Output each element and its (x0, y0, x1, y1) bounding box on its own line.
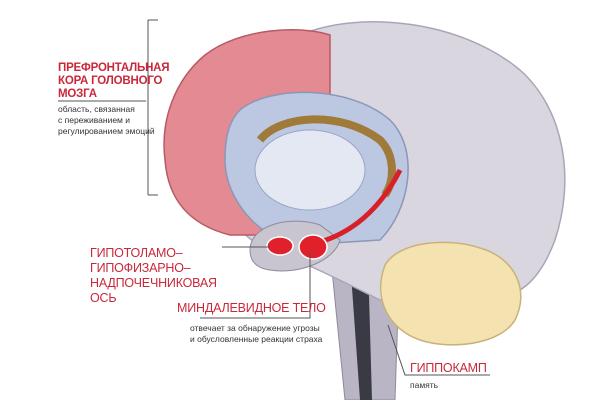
title-line: ГИПОФИЗАРНО– (90, 261, 191, 275)
title-line: НАДПОЧЕЧНИКОВАЯ (90, 276, 217, 290)
desc-line: регулированием эмоций (58, 126, 155, 136)
amygdala-node (298, 234, 328, 260)
title-line: КОРА ГОЛОВНОГО (58, 75, 163, 87)
desc-line: с переживанием и (58, 115, 131, 125)
amygdala-title: МИНДАЛЕВИДНОЕ ТЕЛО (177, 301, 326, 315)
cerebellum (380, 241, 522, 346)
desc-line: и обусловленные реакции страха (190, 334, 323, 344)
prefrontal-description: область, связанная с переживанием и регу… (58, 104, 155, 137)
hippocampus-description: память (410, 380, 439, 390)
hippocampus-title: ГИППОКАМП (410, 361, 487, 375)
leader-lines (58, 19, 490, 376)
desc-line: область, связанная (58, 104, 135, 114)
title-line: ОСЬ (90, 291, 117, 305)
prefrontal-title: ПРЕФРОНТАЛЬНАЯ КОРА ГОЛОВНОГО МОЗГА (58, 62, 170, 101)
title-line: ПРЕФРОНТАЛЬНАЯ (58, 62, 170, 74)
title-line: ГИПОТОЛАМО– (90, 246, 183, 260)
amygdala-description: отвечает за обнаружение угрозы и обуслов… (190, 323, 322, 345)
hpa-axis-title: ГИПОТОЛАМО– ГИПОФИЗАРНО– НАДПОЧЕЧНИКОВАЯ… (90, 246, 217, 306)
title-line: МОЗГА (58, 88, 97, 100)
desc-line: отвечает за обнаружение угрозы (190, 323, 320, 333)
hypothalamus-node (266, 236, 294, 256)
